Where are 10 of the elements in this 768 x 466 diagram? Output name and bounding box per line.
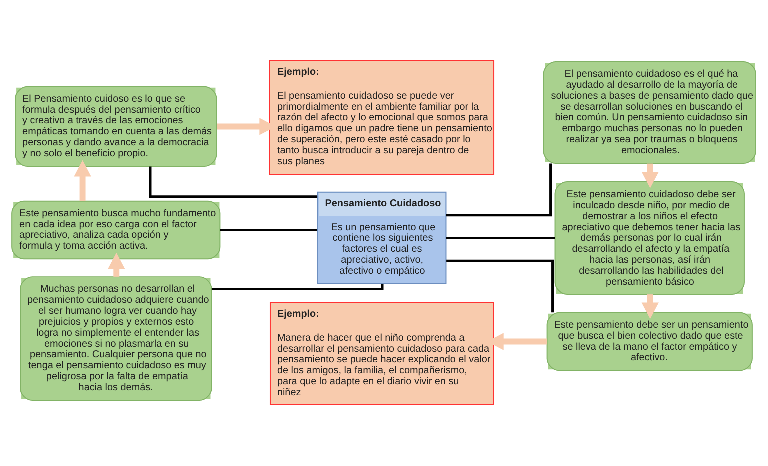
connector: [446, 164, 552, 217]
connector: [446, 260, 554, 313]
connector: [212, 284, 384, 290]
connector: [446, 236, 556, 240]
arrow: [642, 294, 659, 320]
connector: [220, 229, 318, 232]
arrow: [642, 164, 659, 188]
connector: [149, 166, 318, 198]
arrow: [74, 160, 92, 202]
arrow: [108, 252, 126, 277]
